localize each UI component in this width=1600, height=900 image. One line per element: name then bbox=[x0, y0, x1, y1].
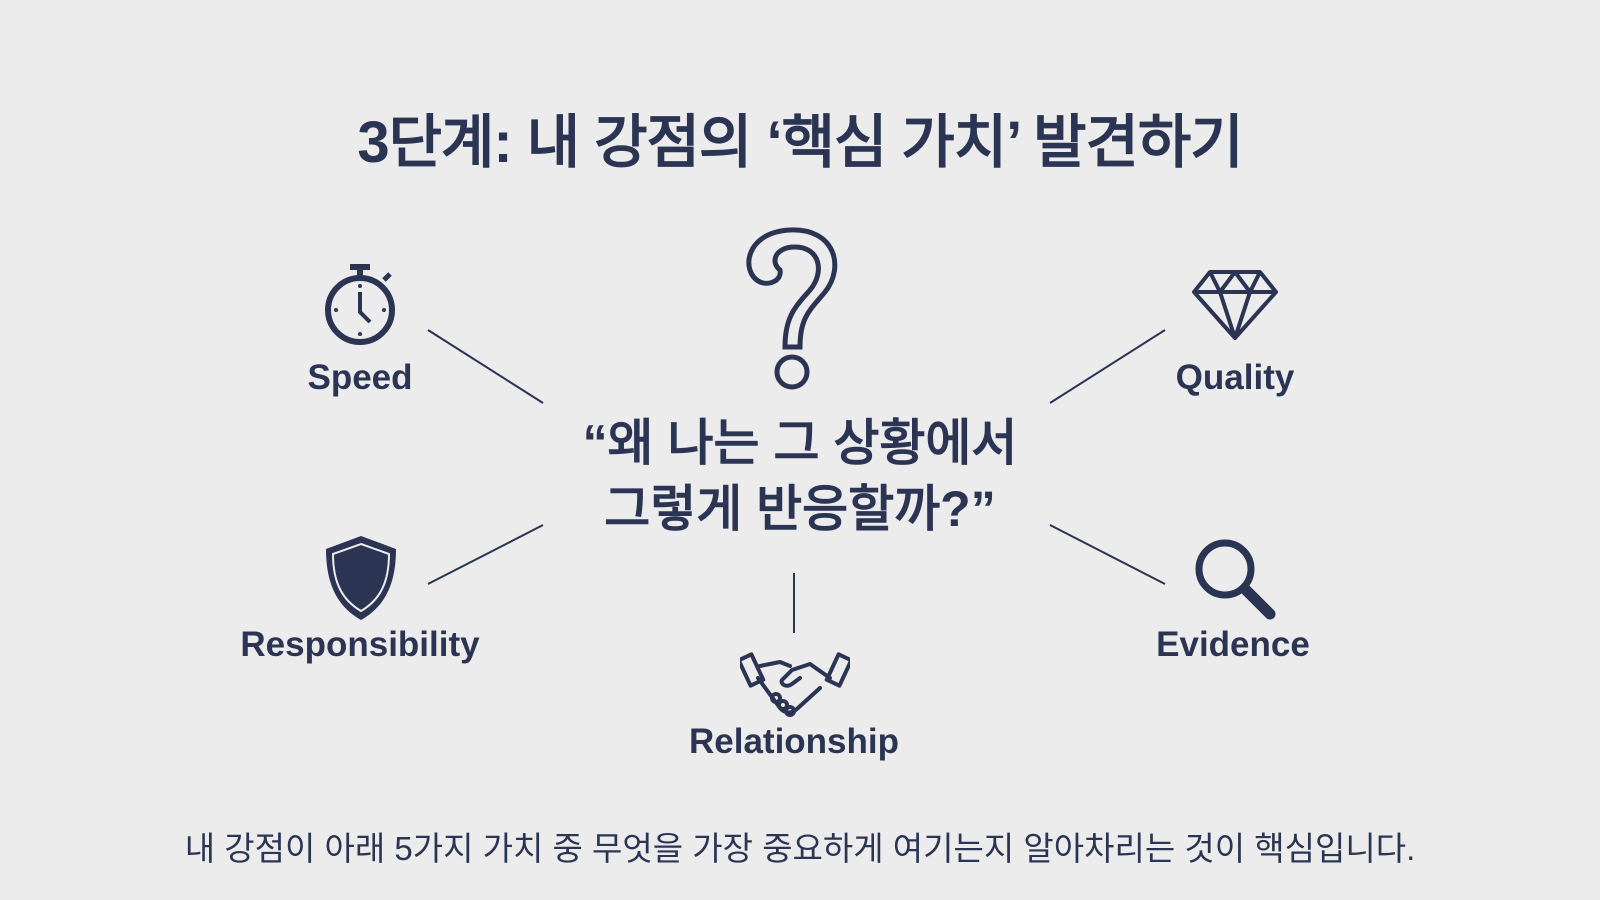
magnifier-icon bbox=[1195, 539, 1276, 620]
value-label-evidence: Evidence bbox=[1156, 625, 1310, 664]
shield-icon bbox=[326, 536, 396, 620]
question-mark-icon bbox=[746, 227, 838, 390]
central-question-line1: “왜 나는 그 상황에서 bbox=[582, 415, 1018, 471]
value-label-responsibility: Responsibility bbox=[240, 625, 480, 664]
handshake-icon bbox=[740, 652, 850, 717]
value-label-speed: Speed bbox=[307, 358, 413, 397]
page-title: 3단계: 내 강점의 ‘핵심 가치’ 발견하기 bbox=[357, 110, 1243, 175]
connector-evidence bbox=[1049, 524, 1166, 585]
diamond-icon bbox=[1192, 270, 1278, 340]
footer-caption: 내 강점이 아래 5가지 가치 중 무엇을 가장 중요하게 여기는지 알아차리는… bbox=[184, 830, 1416, 867]
connector-speed bbox=[427, 329, 544, 404]
central-question: “왜 나는 그 상황에서 그렇게 반응할까?” bbox=[450, 410, 1150, 542]
central-question-line2: 그렇게 반응할까?” bbox=[604, 481, 996, 537]
value-label-quality: Quality bbox=[1175, 358, 1295, 397]
stopwatch-icon bbox=[325, 264, 395, 345]
connector-quality bbox=[1049, 329, 1166, 404]
value-label-relationship: Relationship bbox=[688, 722, 900, 761]
connector-responsibility bbox=[427, 524, 544, 585]
